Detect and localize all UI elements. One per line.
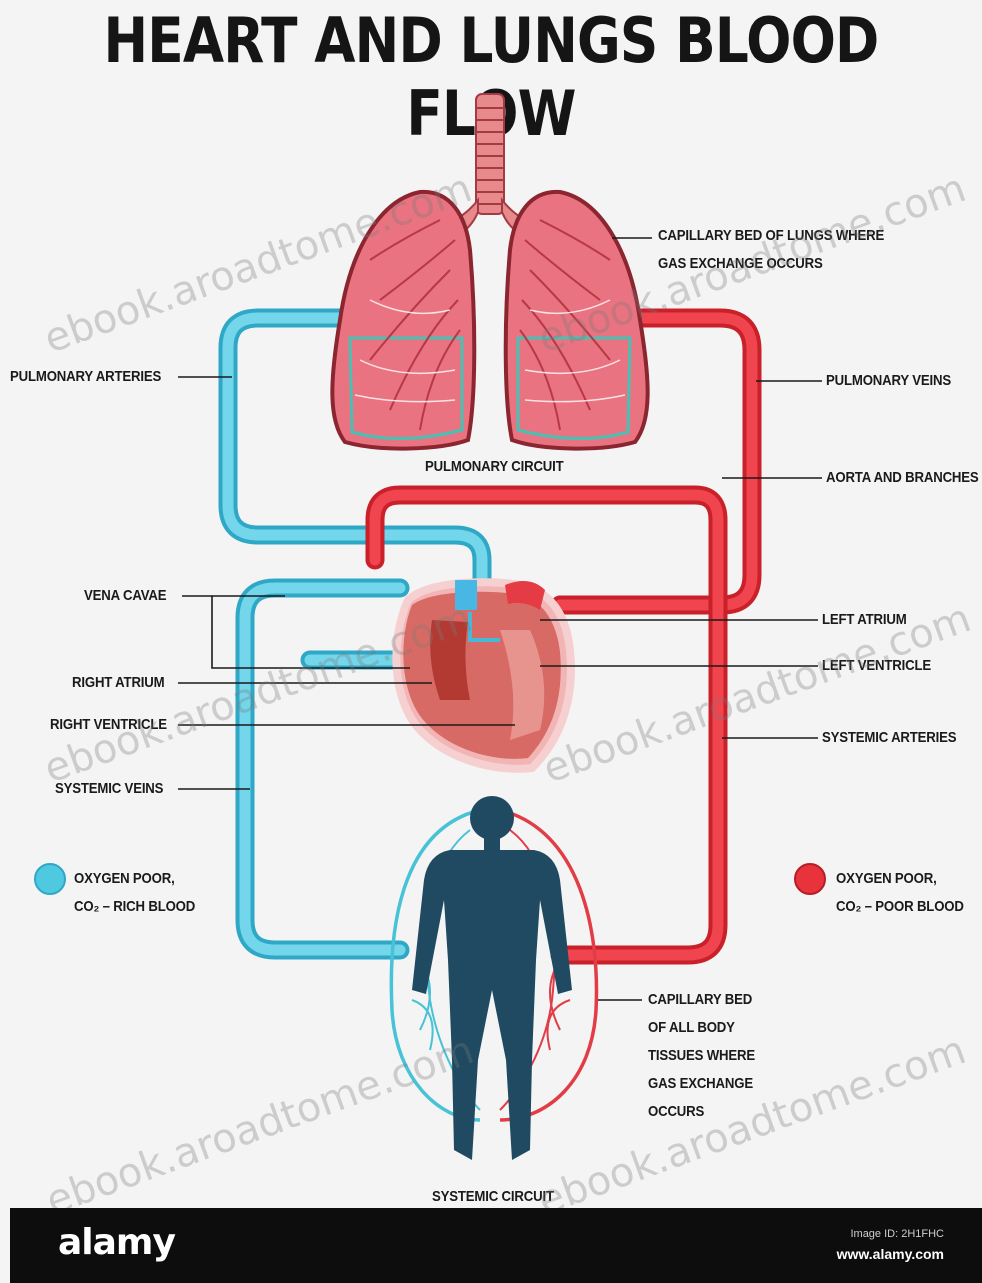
systemic-circuit-label: SYSTEMIC CIRCUIT <box>432 1183 554 1211</box>
capillary-body-line-5: OCCURS <box>648 1098 755 1126</box>
oxygen-rich-line-1: OXYGEN POOR, <box>836 865 964 893</box>
right-atrium-label: RIGHT ATRIUM <box>72 669 164 697</box>
stock-footer-bar: alamy Image ID: 2H1FHC www.alamy.com <box>10 1208 982 1283</box>
systemic-veins-label: SYSTEMIC VEINS <box>55 775 163 803</box>
left-atrium-label: LEFT ATRIUM <box>822 606 907 634</box>
capillary-body-label: CAPILLARY BED OF ALL BODY TISSUES WHERE … <box>648 986 755 1126</box>
oxygen-rich-line-2: CO₂ – POOR BLOOD <box>836 893 964 921</box>
oxygen-rich-legend: OXYGEN POOR, CO₂ – POOR BLOOD <box>836 865 964 921</box>
site-url: www.alamy.com <box>837 1246 944 1262</box>
capillary-lungs-line-1: CAPILLARY BED OF LUNGS WHERE <box>658 222 884 250</box>
left-ventricle-label: LEFT VENTRICLE <box>822 652 931 680</box>
oxygen-poor-line-2: CO₂ – RICH BLOOD <box>74 893 195 921</box>
oxygen-poor-line-1: OXYGEN POOR, <box>74 865 195 893</box>
capillary-body-line-4: GAS EXCHANGE <box>648 1070 755 1098</box>
capillary-body-line-2: OF ALL BODY <box>648 1014 755 1042</box>
capillary-body-line-1: CAPILLARY BED <box>648 986 755 1014</box>
heart <box>396 580 571 769</box>
oxygen-poor-legend-dot <box>35 864 65 894</box>
oxygen-poor-legend: OXYGEN POOR, CO₂ – RICH BLOOD <box>74 865 195 921</box>
image-id-text: Image ID: 2H1FHC <box>850 1228 944 1240</box>
capillary-body-line-3: TISSUES WHERE <box>648 1042 755 1070</box>
right-lung <box>506 192 648 449</box>
right-ventricle-label: RIGHT VENTRICLE <box>50 711 167 739</box>
capillary-lungs-line-2: GAS EXCHANGE OCCURS <box>658 250 884 278</box>
pulmonary-arteries-label: PULMONARY ARTERIES <box>10 363 161 391</box>
alamy-logo: alamy <box>58 1222 175 1263</box>
capillary-lungs-label: CAPILLARY BED OF LUNGS WHERE GAS EXCHANG… <box>658 222 884 278</box>
oxygen-rich-legend-dot <box>795 864 825 894</box>
aorta-label: AORTA AND BRANCHES <box>826 464 979 492</box>
left-lung <box>332 192 474 449</box>
pulmonary-circuit-label: PULMONARY CIRCUIT <box>425 453 564 481</box>
systemic-arteries-label: SYSTEMIC ARTERIES <box>822 724 956 752</box>
pulmonary-veins-label: PULMONARY VEINS <box>826 367 951 395</box>
vena-cavae-label: VENA CAVAE <box>84 582 166 610</box>
